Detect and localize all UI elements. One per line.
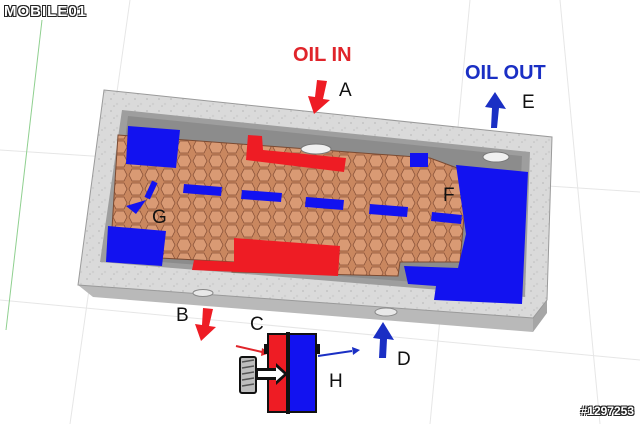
oil-out-label: OIL OUT [465, 62, 546, 84]
supply-channels [192, 135, 346, 276]
axis-line [5, 19, 43, 331]
arrow-g-icon [126, 180, 158, 214]
port-hole-out [482, 151, 510, 163]
label-f: F [443, 185, 455, 206]
label-a: A [339, 80, 352, 101]
arrow-up-blue-icon [485, 92, 506, 128]
port-hole-in [300, 143, 332, 155]
arrow-up-blue-icon-d [373, 322, 394, 358]
arrow-down-red-icon [308, 80, 330, 114]
label-h: H [329, 371, 343, 392]
label-e: E [522, 92, 535, 113]
label-d: D [397, 349, 411, 370]
image-id-label: #1297253 [580, 404, 634, 418]
oil-in-label: OIL IN [293, 44, 352, 66]
port-hole-bottom-b [192, 289, 214, 297]
label-b: B [176, 305, 189, 326]
port-hole-bottom [374, 307, 398, 317]
knob-icon [239, 356, 288, 394]
label-g: G [152, 207, 167, 228]
watermark-logo: MOBILE01 [4, 3, 88, 20]
valve-icon [235, 332, 360, 414]
label-c: C [250, 314, 264, 335]
arrow-down-red-icon-b [195, 308, 216, 341]
return-channels [106, 126, 528, 304]
